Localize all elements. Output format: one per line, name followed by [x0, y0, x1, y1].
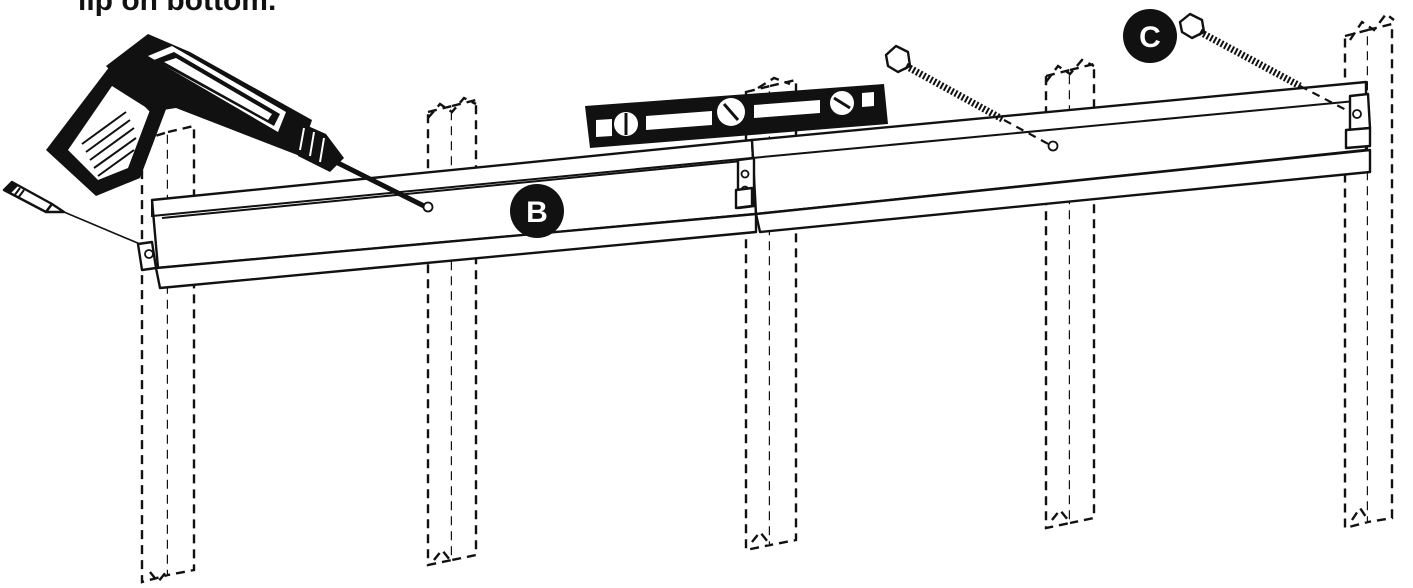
- lag-screw-icon: [884, 44, 1053, 147]
- level-icon: [585, 84, 888, 148]
- caption-text: lip on bottom.: [78, 0, 277, 17]
- callout-b: B: [510, 184, 564, 238]
- callout-c-label: C: [1139, 21, 1161, 54]
- callout-b-label: B: [526, 196, 548, 229]
- wall-stud: [1343, 12, 1395, 530]
- wall-stud: [140, 124, 196, 584]
- mounting-rail: [136, 80, 1372, 290]
- lag-screw-icon: [1178, 12, 1351, 113]
- callout-c: C: [1123, 9, 1177, 63]
- drill-icon: [46, 34, 426, 209]
- pencil-icon: [2, 180, 141, 245]
